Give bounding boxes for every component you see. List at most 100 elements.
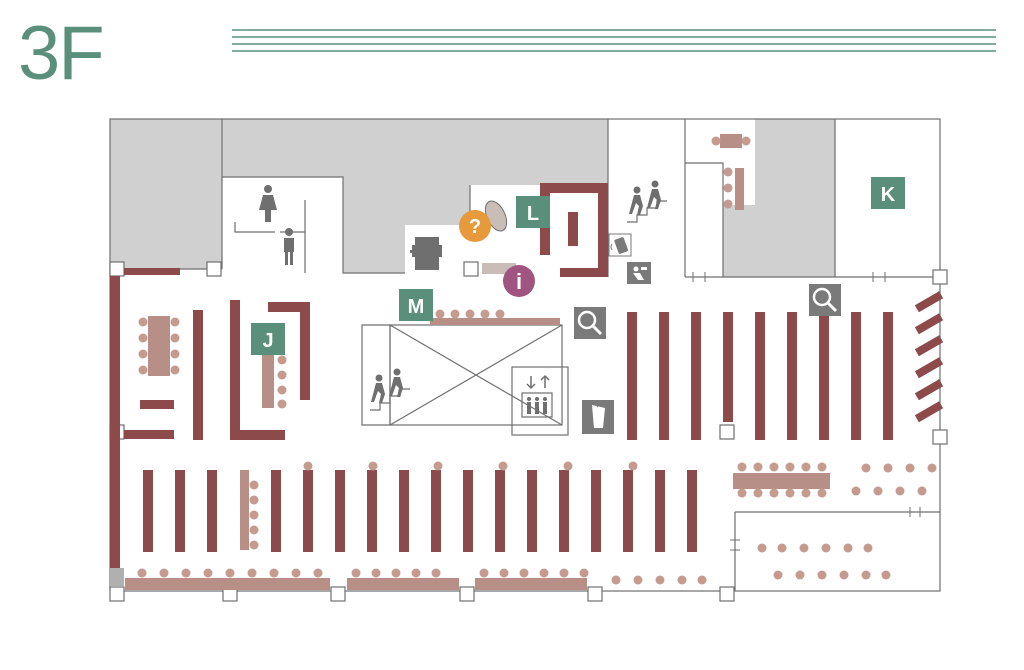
seat: [371, 568, 381, 578]
seat: [633, 575, 643, 585]
seat: [351, 568, 361, 578]
seat: [861, 570, 871, 580]
seat: [723, 167, 733, 177]
seat: [817, 488, 827, 498]
seat: [863, 543, 873, 553]
seat: [801, 488, 811, 498]
seat: [431, 568, 441, 578]
seat: [277, 355, 287, 365]
header-rule: [232, 29, 996, 52]
tables: [125, 134, 830, 590]
seat: [677, 575, 687, 585]
seat: [628, 461, 638, 471]
seat: [753, 462, 763, 472]
seat: [883, 463, 893, 473]
zone-tag-m[interactable]: M: [399, 289, 433, 321]
svg-text:L: L: [527, 203, 539, 225]
seat: [247, 568, 257, 578]
seat: [757, 543, 767, 553]
svg-text:?: ?: [469, 216, 481, 238]
seat: [277, 385, 287, 395]
seat: [579, 568, 589, 578]
seat: [843, 543, 853, 553]
seat: [249, 480, 259, 490]
search-terminal-icon: [574, 307, 606, 339]
seat: [138, 317, 148, 327]
info-marker[interactable]: i: [503, 265, 535, 297]
water-fountain-icon: [627, 262, 651, 284]
seat: [450, 309, 460, 319]
seat: [170, 365, 180, 375]
seat: [839, 570, 849, 580]
seat: [277, 370, 287, 380]
seat: [881, 570, 891, 580]
seat: [927, 463, 937, 473]
seat: [785, 488, 795, 498]
seat: [655, 575, 665, 585]
floor-label: 3F: [18, 11, 105, 96]
seat: [313, 568, 323, 578]
seat: [861, 463, 871, 473]
seat: [159, 568, 169, 578]
female-restroom-icon: [259, 185, 277, 222]
seat: [851, 486, 861, 496]
seat: [559, 568, 569, 578]
seat: [905, 463, 915, 473]
wall-ticks: [692, 272, 921, 551]
seat: [277, 399, 287, 409]
seat: [170, 349, 180, 359]
seat: [817, 462, 827, 472]
seat: [433, 461, 443, 471]
seat: [495, 309, 505, 319]
svg-text:i: i: [516, 269, 522, 294]
seat: [711, 136, 721, 146]
seat: [773, 570, 783, 580]
seat: [785, 462, 795, 472]
bookshelves: [110, 183, 944, 568]
seat: [170, 317, 180, 327]
seat: [138, 365, 148, 375]
svg-text:M: M: [408, 296, 425, 318]
seat: [465, 309, 475, 319]
seat: [917, 486, 927, 496]
seat: [303, 461, 313, 471]
seat: [777, 543, 787, 553]
seat: [563, 461, 573, 471]
seat: [391, 568, 401, 578]
seat: [737, 488, 747, 498]
seat: [499, 568, 509, 578]
phone-area-icon: [608, 233, 632, 257]
column-grey: [110, 568, 124, 586]
help-marker[interactable]: ?: [459, 210, 491, 242]
seat: [291, 568, 301, 578]
seat: [203, 568, 213, 578]
seat: [799, 543, 809, 553]
seat: [611, 575, 621, 585]
drinking-icon: [582, 400, 614, 434]
seat: [138, 349, 148, 359]
seat: [723, 183, 733, 193]
stairs-people-icon: [371, 180, 661, 403]
seat: [895, 486, 905, 496]
male-restroom-icon: [284, 228, 294, 265]
seat: [737, 462, 747, 472]
seat: [269, 568, 279, 578]
copier-icon: [410, 237, 442, 270]
zone-tag-j[interactable]: J: [251, 323, 285, 355]
zone-tag-k[interactable]: K: [871, 177, 905, 209]
seat: [411, 568, 421, 578]
seat: [479, 568, 489, 578]
seat: [249, 510, 259, 520]
seat: [519, 568, 529, 578]
seat: [498, 461, 508, 471]
seat: [137, 568, 147, 578]
seat: [249, 540, 259, 550]
seat: [480, 309, 490, 319]
seat: [225, 568, 235, 578]
seat: [697, 575, 707, 585]
seat: [741, 136, 751, 146]
zone-tag-l[interactable]: L: [516, 196, 550, 228]
seat: [795, 570, 805, 580]
seat: [817, 570, 827, 580]
seat: [539, 568, 549, 578]
